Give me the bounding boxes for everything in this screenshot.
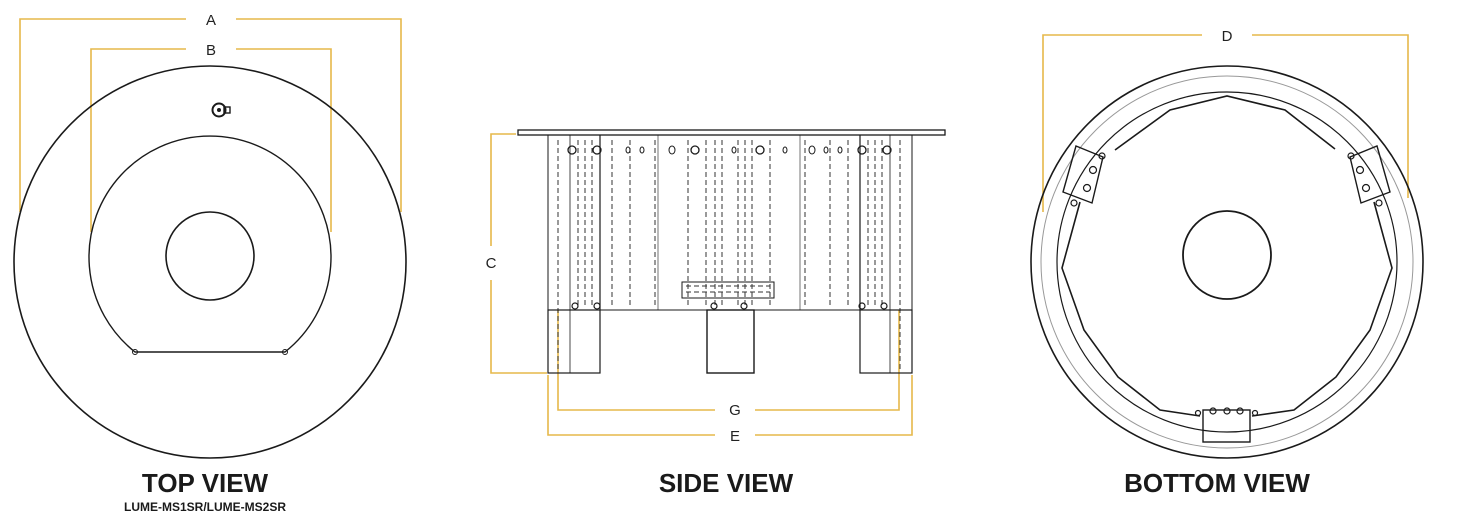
side-view: C G E (486, 129, 946, 498)
dimension-g-label: G (729, 402, 741, 419)
bottom-valve-box (1194, 407, 1259, 443)
bottom-bracket-right (1347, 145, 1391, 207)
dimension-e-label: E (730, 428, 740, 445)
bottom-outer-rim (1030, 65, 1424, 459)
top-hinge-left (132, 349, 138, 355)
dimension-d: D (1042, 28, 1409, 212)
bottom-inner-rim (1040, 75, 1414, 449)
side-gas-valve (681, 281, 775, 299)
top-outer-rim (13, 65, 407, 459)
dimension-a: A (19, 12, 402, 212)
dimension-g: G (557, 310, 900, 419)
top-center-burner (165, 211, 255, 301)
dimension-c-label: C (486, 255, 497, 272)
bottom-center-burner (1182, 210, 1272, 300)
side-top-plate (517, 129, 946, 136)
bottom-view: D (1030, 28, 1424, 498)
dimension-b-label: B (206, 42, 216, 59)
dimension-c: C (486, 133, 547, 374)
side-body (547, 134, 913, 370)
top-view-model: LUME-MS1SR/LUME-MS2SR (124, 500, 286, 514)
bottom-frame (1061, 95, 1393, 417)
bottom-base-ring (1056, 91, 1398, 433)
top-view-title: TOP VIEW (142, 468, 269, 498)
dimension-a-label: A (206, 12, 216, 29)
ignition-knob-icon (211, 102, 231, 118)
dimension-d-label: D (1222, 28, 1233, 45)
bottom-bracket-left (1062, 145, 1106, 207)
side-view-title: SIDE VIEW (659, 468, 794, 498)
top-burner-opening (88, 135, 332, 353)
top-view: A B TOP VIEW LUME-MS1SR/LUME-MS2SR (13, 12, 407, 514)
top-hinge-right (282, 349, 288, 355)
dimension-e: E (547, 375, 913, 445)
dimension-b: B (90, 42, 332, 232)
bottom-view-title: BOTTOM VIEW (1124, 468, 1310, 498)
side-bolts (567, 145, 892, 310)
side-legs (547, 309, 913, 374)
